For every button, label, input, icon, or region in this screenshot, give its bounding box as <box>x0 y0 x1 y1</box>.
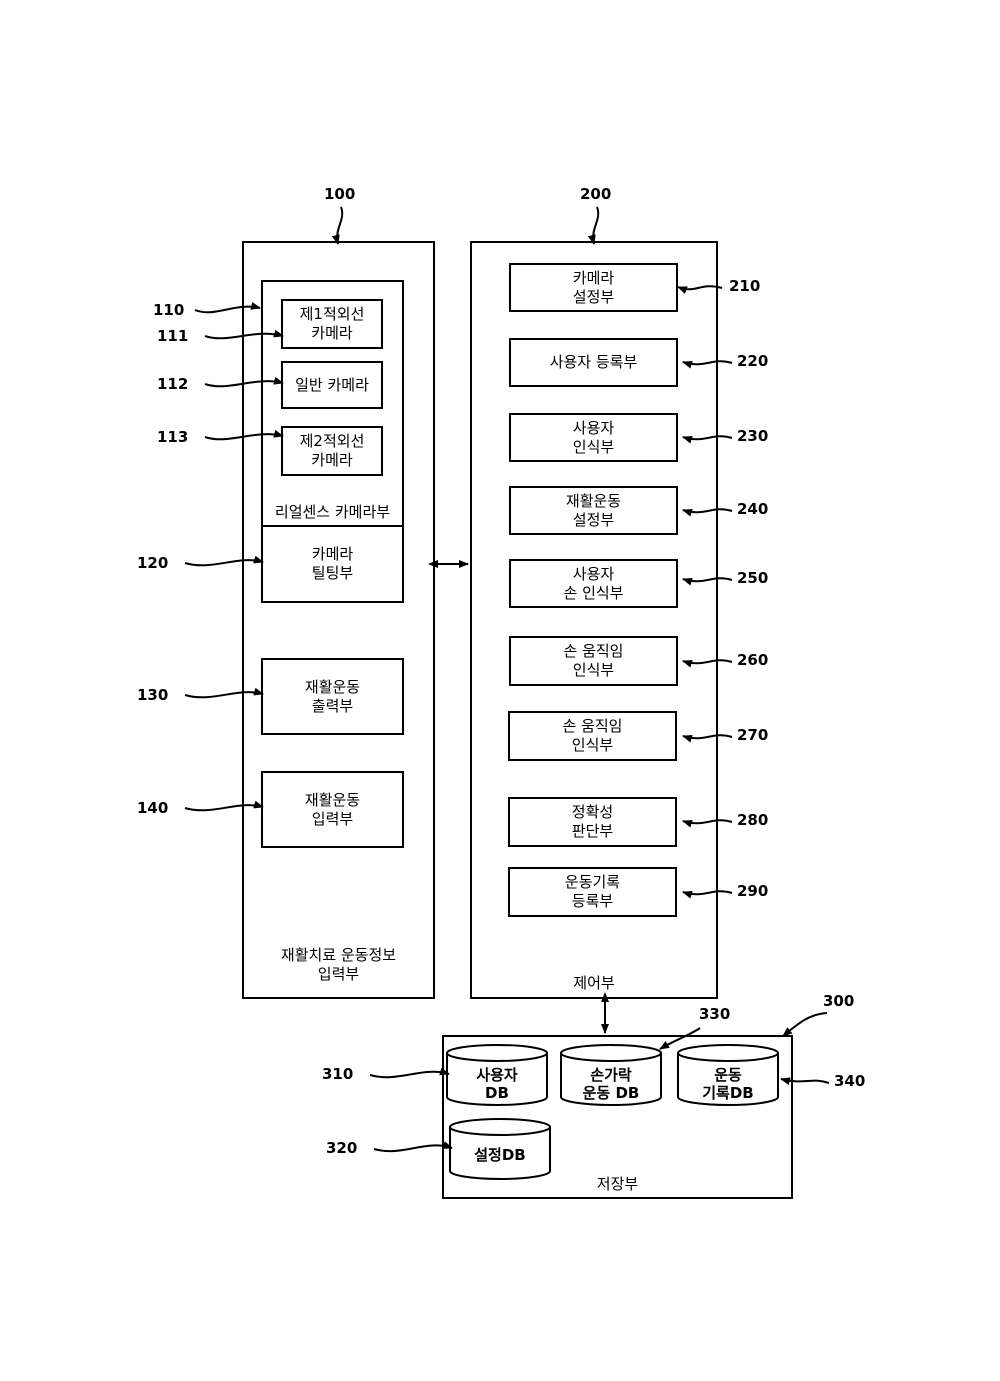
setting-db-line1: 설정DB <box>449 1146 551 1164</box>
ir-camera-1-line2: 카메라 <box>311 324 352 343</box>
ref-290: 290 <box>737 882 768 900</box>
camera-tilting-line1: 카메라 <box>312 545 353 564</box>
ref-200: 200 <box>580 185 611 203</box>
user-recognition-box: 사용자 인식부 <box>509 413 678 462</box>
ref-270: 270 <box>737 726 768 744</box>
exercise-record-register-box: 운동기록 등록부 <box>508 867 677 917</box>
ref-280: 280 <box>737 811 768 829</box>
ref-100: 100 <box>324 185 355 203</box>
input-unit-caption-line1: 재활치료 운동정보 <box>242 946 435 965</box>
finger-db-line1: 손가락 <box>560 1066 662 1084</box>
leader-200 <box>593 207 598 244</box>
ref-113: 113 <box>157 428 188 446</box>
setting-db-cylinder: 설정DB <box>449 1118 551 1180</box>
rehab-output-box: 재활운동 출력부 <box>261 658 404 735</box>
hand-motion-270-line1: 손 움직임 <box>563 717 623 736</box>
ref-340: 340 <box>834 1072 865 1090</box>
rehab-input-line2: 입력부 <box>312 810 353 829</box>
rehab-output-line1: 재활운동 <box>305 678 360 697</box>
rehab-setting-line2: 설정부 <box>573 511 614 530</box>
user-register-box: 사용자 등록부 <box>509 338 678 387</box>
record-db-line1: 운동 <box>677 1066 779 1084</box>
ref-320: 320 <box>326 1139 357 1157</box>
ir-camera-1-box: 제1적외선 카메라 <box>281 299 383 349</box>
camera-tilting-line2: 틸팅부 <box>312 564 353 583</box>
ir-camera-1-line1: 제1적외선 <box>300 305 365 324</box>
normal-camera-box: 일반 카메라 <box>281 361 383 409</box>
rehab-input-line1: 재활운동 <box>305 791 360 810</box>
user-db-line1: 사용자 <box>446 1066 548 1084</box>
ref-140: 140 <box>137 799 168 817</box>
ir-camera-2-line1: 제2적외선 <box>300 432 365 451</box>
rehab-output-line2: 출력부 <box>312 697 353 716</box>
record-db-label: 운동 기록DB <box>677 1066 779 1102</box>
ref-210: 210 <box>729 277 760 295</box>
rehab-setting-box: 재활운동 설정부 <box>509 486 678 535</box>
ref-220: 220 <box>737 352 768 370</box>
user-recognition-line1: 사용자 <box>573 419 614 438</box>
finger-db-label: 손가락 운동 DB <box>560 1066 662 1102</box>
camera-setting-line2: 설정부 <box>573 288 614 307</box>
control-unit-caption: 제어부 <box>470 974 718 993</box>
ref-111: 111 <box>157 327 188 345</box>
input-unit-caption-line2: 입력부 <box>242 965 435 984</box>
camera-setting-line1: 카메라 <box>573 269 614 288</box>
exercise-record-register-line1: 운동기록 <box>565 873 620 892</box>
accuracy-judgment-line1: 정확성 <box>572 803 613 822</box>
ref-260: 260 <box>737 651 768 669</box>
ir-camera-2-box: 제2적외선 카메라 <box>281 426 383 476</box>
realsense-caption: 리얼센스 카메라부 <box>261 503 404 522</box>
rehab-setting-line1: 재활운동 <box>566 492 621 511</box>
hand-motion-260-line2: 인식부 <box>573 661 614 680</box>
user-db-line2: DB <box>446 1084 548 1102</box>
ref-330: 330 <box>699 1005 730 1023</box>
user-db-cylinder: 사용자 DB <box>446 1044 548 1106</box>
ref-240: 240 <box>737 500 768 518</box>
user-register-line1: 사용자 등록부 <box>550 353 638 372</box>
accuracy-judgment-box: 정확성 판단부 <box>508 797 677 847</box>
setting-db-label: 설정DB <box>449 1146 551 1164</box>
ref-310: 310 <box>322 1065 353 1083</box>
leader-300 <box>783 1013 827 1036</box>
ref-110: 110 <box>153 301 184 319</box>
ref-120: 120 <box>137 554 168 572</box>
storage-unit-caption: 저장부 <box>442 1175 793 1194</box>
leader-100 <box>337 207 342 244</box>
ref-130: 130 <box>137 686 168 704</box>
ir-camera-2-line2: 카메라 <box>311 451 352 470</box>
user-recognition-line2: 인식부 <box>573 438 614 457</box>
hand-motion-recognition-box-260: 손 움직임 인식부 <box>509 636 678 686</box>
exercise-record-register-line2: 등록부 <box>572 892 613 911</box>
record-db-line2: 기록DB <box>677 1084 779 1102</box>
input-unit-caption: 재활치료 운동정보 입력부 <box>242 946 435 984</box>
normal-camera-label: 일반 카메라 <box>295 376 369 395</box>
leader-310 <box>370 1072 449 1077</box>
exercise-record-db-cylinder: 운동 기록DB <box>677 1044 779 1106</box>
finger-db-line2: 운동 DB <box>560 1084 662 1102</box>
user-hand-recognition-line1: 사용자 <box>573 565 614 584</box>
camera-tilting-box: 카메라 틸팅부 <box>261 525 404 603</box>
leader-320 <box>374 1145 452 1151</box>
user-hand-recognition-box: 사용자 손 인식부 <box>509 559 678 608</box>
accuracy-judgment-line2: 판단부 <box>572 822 613 841</box>
ref-250: 250 <box>737 569 768 587</box>
camera-setting-box: 카메라 설정부 <box>509 263 678 312</box>
rehab-input-box: 재활운동 입력부 <box>261 771 404 848</box>
hand-motion-270-line2: 인식부 <box>572 736 613 755</box>
finger-exercise-db-cylinder: 손가락 운동 DB <box>560 1044 662 1106</box>
user-db-label: 사용자 DB <box>446 1066 548 1102</box>
ref-112: 112 <box>157 375 188 393</box>
hand-motion-260-line1: 손 움직임 <box>564 642 624 661</box>
user-hand-recognition-line2: 손 인식부 <box>564 584 624 603</box>
ref-230: 230 <box>737 427 768 445</box>
ref-300: 300 <box>823 992 854 1010</box>
hand-motion-recognition-box-270: 손 움직임 인식부 <box>508 711 677 761</box>
